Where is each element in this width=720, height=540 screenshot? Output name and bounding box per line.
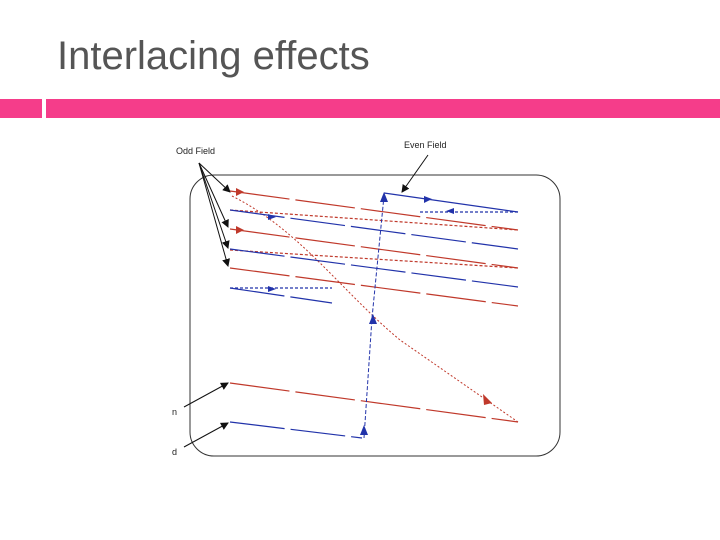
odd-field-retrace: [231, 195, 519, 423]
even-field-pointer: [401, 154, 429, 193]
even-field-scanlines: [229, 192, 519, 439]
accent-bar-left: [0, 99, 42, 118]
odd-retrace-arrowhead: [483, 394, 492, 405]
odd-field-scanlines: [229, 190, 519, 423]
bottom-pointer-2: [183, 422, 229, 448]
scan-frame: [189, 174, 561, 457]
even-field-label: Even Field: [404, 140, 447, 150]
odd-field-label: Odd Field: [176, 146, 215, 156]
even-field-arrowheads: [268, 196, 454, 292]
accent-bar-right: [46, 99, 720, 118]
bottom-label-2: d: [172, 447, 177, 457]
bottom-label-1: n: [172, 407, 177, 417]
slide-title: Interlacing effects: [57, 34, 370, 78]
bottom-pointer-1: [183, 382, 229, 408]
odd-field-pointers: [198, 162, 231, 267]
even-retrace-arrowheads: [360, 192, 388, 435]
odd-field-arrowheads: [236, 188, 244, 234]
